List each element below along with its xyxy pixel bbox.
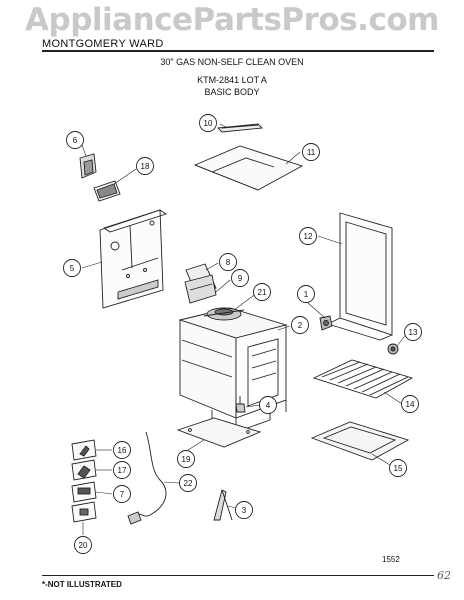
- callout-8: 8: [226, 258, 231, 267]
- part-grommet[interactable]: [387, 343, 399, 355]
- callout-21: 21: [258, 288, 267, 297]
- part-knob[interactable]: [319, 315, 333, 331]
- callout-10: 10: [204, 119, 213, 128]
- part-burner-assembly[interactable]: [203, 307, 245, 321]
- diagram-code: 1552: [382, 555, 400, 564]
- callout-18: 18: [141, 162, 150, 171]
- part-small-plate[interactable]: [93, 180, 121, 202]
- brand-label: MONTGOMERY WARD: [42, 38, 164, 50]
- callout-7: 7: [120, 490, 125, 499]
- footer-rule: [42, 575, 434, 576]
- part-side-panel[interactable]: [99, 209, 168, 309]
- part-top-cover[interactable]: [193, 145, 304, 191]
- callout-1: 1: [304, 290, 309, 299]
- model-number: KTM-2841 LOT A: [197, 75, 267, 85]
- callout-13: 13: [409, 328, 418, 337]
- callout-9: 9: [238, 274, 243, 283]
- callout-4: 4: [266, 401, 271, 410]
- callout-6: 6: [73, 136, 78, 145]
- callout-3: 3: [242, 506, 247, 515]
- callout-20: 20: [79, 541, 88, 550]
- part-7-box[interactable]: [71, 481, 97, 503]
- part-20-box[interactable]: [71, 501, 97, 523]
- part-broiler-pan[interactable]: [310, 421, 410, 461]
- handwritten-mark: 62: [437, 569, 451, 582]
- header-rule: [42, 50, 434, 52]
- callout-17: 17: [118, 466, 127, 475]
- callout-22: 22: [184, 479, 193, 488]
- part-clip[interactable]: [213, 489, 233, 521]
- part-hinge-pin[interactable]: [235, 396, 246, 413]
- diagram-title: 30" GAS NON-SELF CLEAN OVEN: [160, 57, 304, 67]
- callout-14: 14: [406, 400, 415, 409]
- callout-15: 15: [394, 464, 403, 473]
- part-bottom-panel[interactable]: [176, 417, 262, 448]
- callout-16: 16: [118, 446, 127, 455]
- part-burner-box[interactable]: [184, 263, 217, 304]
- not-illustrated-note: *-NOT ILLUSTRATED: [42, 580, 122, 589]
- watermark: AppliancePartsPros.com: [25, 2, 439, 38]
- section-name: BASIC BODY: [204, 87, 260, 97]
- part-bracket[interactable]: [79, 153, 97, 179]
- part-oven-door[interactable]: [327, 212, 393, 341]
- part-16-box[interactable]: [71, 439, 97, 461]
- part-oven-rack[interactable]: [312, 359, 414, 399]
- part-17-box[interactable]: [71, 459, 97, 481]
- part-top-trim[interactable]: [217, 123, 263, 133]
- callout-12: 12: [304, 232, 313, 241]
- part-oven-body[interactable]: [178, 307, 288, 433]
- part-wire-harness[interactable]: [127, 431, 167, 525]
- callout-19: 19: [182, 455, 191, 464]
- callout-5: 5: [70, 264, 75, 273]
- callout-11: 11: [307, 148, 316, 157]
- callout-2: 2: [298, 321, 303, 330]
